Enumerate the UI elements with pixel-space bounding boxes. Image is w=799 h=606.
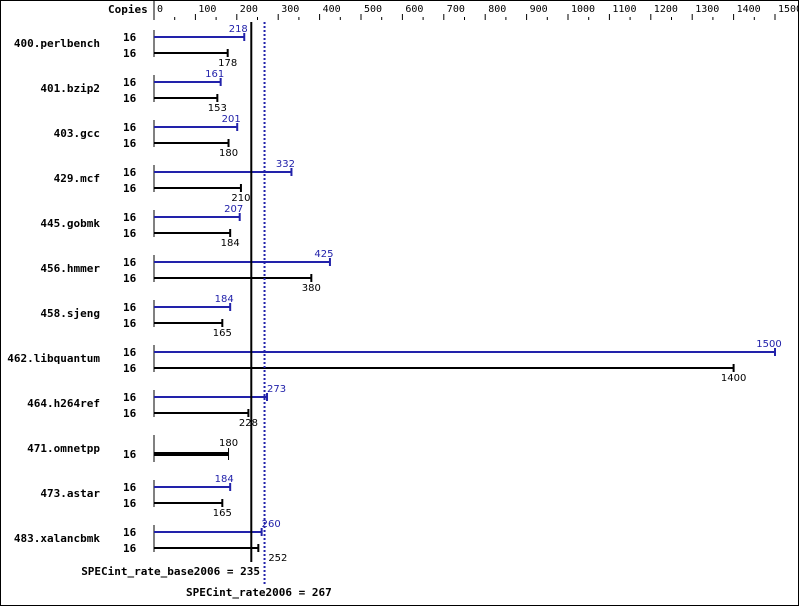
peak-copies: 16 [123,211,137,224]
peak-copies: 16 [123,256,137,269]
peak-copies: 16 [123,121,137,134]
base-copies: 16 [123,182,137,195]
base-copies: 16 [123,137,137,150]
peak-copies: 16 [123,31,137,44]
base-bar [154,452,229,456]
x-tick-label: 1000 [571,4,595,15]
x-tick-label: 100 [198,4,216,15]
base-copies: 16 [123,92,137,105]
base-copies: 16 [123,448,137,461]
base-value-label: 1400 [721,373,746,384]
x-tick-label: 200 [240,4,258,15]
peak-copies: 16 [123,526,137,539]
copies-header: Copies [108,3,148,16]
peak-value-label: 218 [229,24,248,35]
benchmark-label: 401.bzip2 [40,82,100,95]
benchmark-label: 400.perlbench [14,37,100,50]
base-copies: 16 [123,272,137,285]
base-value-label: 153 [208,103,227,114]
x-tick-label: 900 [530,4,548,15]
base-copies: 16 [123,227,137,240]
x-tick-label: 1100 [612,4,636,15]
peak-copies: 16 [123,391,137,404]
benchmark-label: 483.xalancbmk [14,532,100,545]
peak-copies: 16 [123,166,137,179]
peak-copies: 16 [123,301,137,314]
peak-copies: 16 [123,481,137,494]
benchmark-label: 445.gobmk [40,217,100,230]
base-value-label: 165 [213,328,232,339]
base-value-label: 180 [219,148,238,159]
base-value-label: 210 [231,193,250,204]
peak-value-label: 201 [222,114,241,125]
base-copies: 16 [123,362,137,375]
x-tick-label: 1200 [654,4,678,15]
base-value-label: 165 [213,508,232,519]
x-tick-label: 700 [447,4,465,15]
peak-value-label: 425 [314,249,333,260]
base-value-label: 252 [268,553,287,564]
base-copies: 16 [123,542,137,555]
benchmark-label: 458.sjeng [40,307,100,320]
base-summary-label: SPECint_rate_base2006 = 235 [81,565,260,578]
base-value-label: 228 [239,418,258,429]
benchmark-label: 456.hmmer [40,262,100,275]
peak-copies: 16 [123,346,137,359]
benchmark-label: 473.astar [40,487,100,500]
peak-value-label: 260 [262,519,281,530]
peak-value-label: 1500 [756,339,781,350]
base-value-label: 380 [302,283,321,294]
base-value-label: 180 [219,438,238,449]
benchmark-label: 462.libquantum [7,352,100,365]
x-tick-label: 0 [157,4,163,15]
x-tick-label: 1500 [778,4,799,15]
x-tick-label: 1300 [695,4,719,15]
x-tick-label: 600 [405,4,423,15]
peak-value-label: 184 [215,474,234,485]
peak-copies: 16 [123,76,137,89]
benchmark-label: 471.omnetpp [27,442,100,455]
base-copies: 16 [123,317,137,330]
peak-value-label: 332 [276,159,295,170]
x-tick-label: 500 [364,4,382,15]
peak-value-label: 161 [205,69,224,80]
base-value-label: 178 [218,58,237,69]
base-copies: 16 [123,497,137,510]
peak-summary-label: SPECint_rate2006 = 267 [186,586,332,599]
base-copies: 16 [123,407,137,420]
x-tick-label: 800 [488,4,506,15]
benchmark-label: 429.mcf [54,172,100,185]
base-copies: 16 [123,47,137,60]
peak-value-label: 273 [267,384,286,395]
peak-value-label: 207 [224,204,243,215]
peak-value-label: 184 [215,294,234,305]
x-tick-label: 300 [281,4,299,15]
base-value-label: 184 [221,238,240,249]
benchmark-label: 464.h264ref [27,397,100,410]
benchmark-label: 403.gcc [54,127,100,140]
x-tick-label: 1400 [737,4,761,15]
x-tick-label: 400 [323,4,341,15]
